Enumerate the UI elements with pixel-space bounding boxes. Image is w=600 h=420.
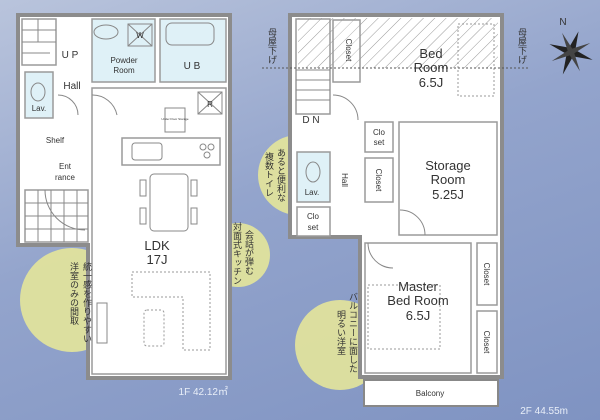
- callout-toilet-line2: 複数トイレ: [263, 151, 274, 197]
- tv-board: [96, 302, 108, 344]
- label-ldk-size: 17J: [147, 252, 168, 267]
- powder-room: [91, 18, 156, 83]
- label-shelf: Shelf: [46, 136, 65, 145]
- under-floor-storage: [164, 107, 186, 133]
- label-clo-set-a-2: set: [374, 138, 385, 147]
- label-closet-right-2: Closet: [482, 331, 491, 354]
- label-up: U P: [62, 50, 79, 61]
- closet-top: [332, 19, 361, 83]
- label-lav-1f: Lav.: [32, 104, 47, 113]
- label-washer: W: [136, 31, 144, 40]
- callout-kitchen-line1: 会話が弾む: [243, 229, 254, 275]
- callout-balcony-line1: バルコニーに面した: [347, 292, 358, 373]
- label-master-bed-room: Master: [398, 279, 438, 294]
- stairs-2f: [295, 18, 331, 115]
- callout-left-line2: 洋室のみの間取: [68, 261, 79, 326]
- dining-table: [149, 173, 189, 232]
- closet-right-1: [476, 242, 498, 306]
- label-entrance: Ent: [59, 162, 72, 171]
- label-powder-room: Powder: [110, 56, 137, 65]
- label-bed-room-2: Room: [414, 60, 449, 75]
- unit-bath: [159, 18, 227, 83]
- label-under-floor-storage: Under Floor Storage: [161, 117, 189, 121]
- floor-2-area: 2F 44.55m: [520, 406, 568, 417]
- label-lav-2f: Lav.: [305, 188, 320, 197]
- label-closet-right-1: Closet: [482, 263, 491, 286]
- toilet-2f: [296, 151, 331, 203]
- label-unit-bath: U B: [184, 61, 201, 72]
- balcony: [363, 379, 499, 407]
- floor-1-plan: U P Hall Powder Room W U B Lav. R Under …: [16, 13, 232, 398]
- toilet-1f: [24, 71, 54, 119]
- clo-set-b: [296, 206, 331, 237]
- kitchen-counter: [121, 137, 221, 166]
- bed-furniture-top: [457, 23, 495, 97]
- label-powder-room-2: Room: [113, 66, 135, 75]
- label-bed-room: Bed: [419, 46, 442, 61]
- label-clo-set-b-2: set: [308, 223, 319, 232]
- master-bedroom: [364, 242, 472, 374]
- compass-icon: N: [549, 17, 593, 75]
- callout-kitchen-line2: 対面式キッチン: [231, 221, 242, 285]
- label-r: R: [207, 100, 213, 109]
- label-clo-set-b: Clo: [307, 212, 320, 221]
- hatched-roof-area: [298, 18, 498, 68]
- floor-2-plan: Closet Bed Room 6.5J D N Clo set Closet …: [262, 13, 568, 417]
- label-master-bed-room-size: 6.5J: [406, 308, 431, 323]
- roof-note-right: 母屋下げ: [516, 28, 527, 64]
- label-storage-room-2: Room: [431, 172, 466, 187]
- roof-note-left: 母屋下げ: [266, 28, 277, 64]
- label-master-bed-room-2: Bed Room: [387, 293, 448, 308]
- label-clo-set-a: Clo: [373, 128, 386, 137]
- callout-balcony-line2: 明るい洋室: [335, 310, 346, 355]
- label-storage-room: Storage: [425, 158, 471, 173]
- label-entrance-2: rance: [55, 173, 76, 182]
- compass-north-label: N: [559, 17, 566, 28]
- label-dn: D N: [302, 115, 319, 126]
- coffee-table: [143, 309, 165, 347]
- sofa: [131, 271, 211, 351]
- label-closet-mid: Closet: [374, 169, 383, 192]
- master-bed-furniture: [367, 284, 441, 350]
- label-bed-room-size: 6.5J: [419, 75, 444, 90]
- label-hall-1f: Hall: [63, 81, 80, 92]
- label-ldk: LDK: [144, 238, 170, 253]
- label-closet-top: Closet: [344, 39, 353, 62]
- callout-left-line1: 統一感を作りやすい: [81, 261, 92, 343]
- clo-set-a: [364, 121, 394, 153]
- label-storage-room-size: 5.25J: [432, 187, 464, 202]
- closet-mid: [364, 157, 394, 203]
- callout-toilet-line1: あると便利な: [275, 148, 286, 202]
- closet-right-2: [476, 310, 498, 374]
- label-balcony: Balcony: [416, 389, 444, 398]
- storage-room: [398, 121, 498, 236]
- floor-1-area: 1F 42.12㎡: [179, 386, 228, 398]
- label-hall-2f: Hall: [340, 173, 349, 187]
